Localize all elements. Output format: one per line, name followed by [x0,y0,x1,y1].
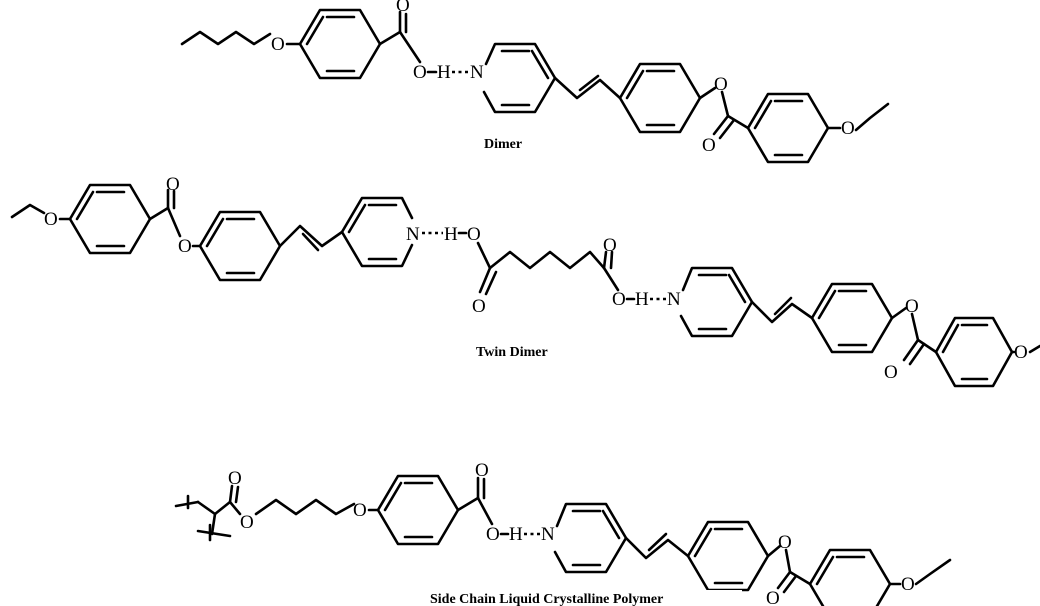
carbonyl-bond [228,484,234,504]
bond [726,114,750,130]
carbonyl-oxygen: O [228,468,242,489]
carbonyl-oxygen: O [884,362,898,383]
pyridine-ring [553,502,628,574]
ester-oxygen: O [178,236,192,257]
hydroxyl-oxygen: O [486,524,500,545]
hydroxyl-oxygen: O [413,62,427,83]
carbonyl-bond [908,342,926,366]
polymer-caption: Side Chain Liquid Crystalline Polymer [430,592,663,606]
vinylene-bridge [278,224,344,248]
bond [910,312,920,342]
benzene-ring [376,474,460,546]
carbonyl-bond [484,270,498,296]
pyridine-ring [482,42,557,114]
hydroxyl-oxygen: O [467,224,481,245]
vinylene-double-bond [773,296,793,316]
benzene-ring [618,62,702,134]
bond [916,338,938,354]
vinylene-bridge [624,536,690,560]
bond [398,30,422,64]
vinylene-bridge [750,300,814,324]
benzene-ring [68,183,152,255]
twin-dimer-caption: Twin Dimer [476,345,548,360]
polymer-structure: O O O O O H N [174,460,952,606]
ether-oxygen: O [1014,342,1028,363]
carbonyl-bond [602,250,608,270]
ether-oxygen: O [901,574,915,595]
benzene-ring [810,282,894,354]
bond [766,544,782,558]
benzene-ring [808,548,892,606]
twin-dimer-structure: O O O N H [10,174,1040,388]
bond [602,266,620,292]
polymer-backbone [174,494,232,542]
ether-oxygen: O [271,34,285,55]
vinylene-double-bond [578,74,600,92]
bond [378,30,402,46]
carbonyl-oxygen: O [603,235,617,256]
bond [166,206,182,238]
ethyl-chain [10,203,46,219]
bond [456,496,480,512]
ester-oxygen: O [240,512,254,533]
pyridine-nitrogen: N [541,524,555,545]
hydrogen-atom: H [437,62,451,83]
pyridine-ring [679,266,754,338]
vinylene-double-bond [647,532,668,552]
ether-oxygen: O [353,500,367,521]
dimer-caption: Dimer [484,137,522,152]
ether-oxygen: O [44,209,58,230]
ethyl-chain [854,102,890,132]
bond [720,90,730,118]
ester-oxygen: O [778,532,792,553]
benzene-ring [934,316,1014,388]
carbonyl-bond [609,250,614,270]
carbonyl-oxygen: O [166,174,180,195]
bond [228,500,242,516]
bond [788,570,812,586]
ester-oxygen: O [714,74,728,95]
benzene-ring [298,8,382,80]
vinylene-bridge [553,76,622,100]
vinylene-double-bond [301,232,320,252]
bond [784,548,792,574]
alkyl-chain [488,250,606,270]
pyridine-nitrogen: N [406,224,420,245]
benzene-ring [198,210,282,282]
carbonyl-oxygen: O [396,0,410,16]
carbonyl-oxygen: O [472,296,486,317]
ethyl-chain [1028,344,1040,354]
pyridine-nitrogen: N [470,62,484,83]
carbonyl-bond [478,266,492,294]
carbonyl-oxygen: O [702,135,716,156]
hydrogen-atom: H [509,524,523,545]
hydroxyl-oxygen: O [612,289,626,310]
ester-oxygen: O [905,296,919,317]
butyl-chain [180,30,272,46]
bond [890,306,908,320]
benzene-ring [686,520,770,592]
ether-oxygen: O [841,118,855,139]
carbonyl-bond [782,574,798,594]
carbonyl-bond [902,338,920,362]
carbonyl-bond [712,114,730,136]
ethyl-chain [914,558,952,586]
carbonyl-bond [718,118,736,140]
pentyl-spacer [254,498,356,516]
bond [148,206,170,221]
bond [476,496,494,526]
pyridine-ring [340,196,414,268]
hydrogen-atom: H [635,289,649,310]
carbonyl-oxygen: O [475,460,489,481]
hydrogen-atom: H [444,224,458,245]
bond [476,241,492,270]
dimer-structure: O O O H N [180,0,890,164]
benzene-ring [746,92,830,164]
pyridine-nitrogen: N [667,289,681,310]
carbonyl-oxygen: O [766,588,780,606]
carbonyl-bond [234,485,240,504]
bond [698,86,717,100]
carbonyl-bond [776,570,792,590]
